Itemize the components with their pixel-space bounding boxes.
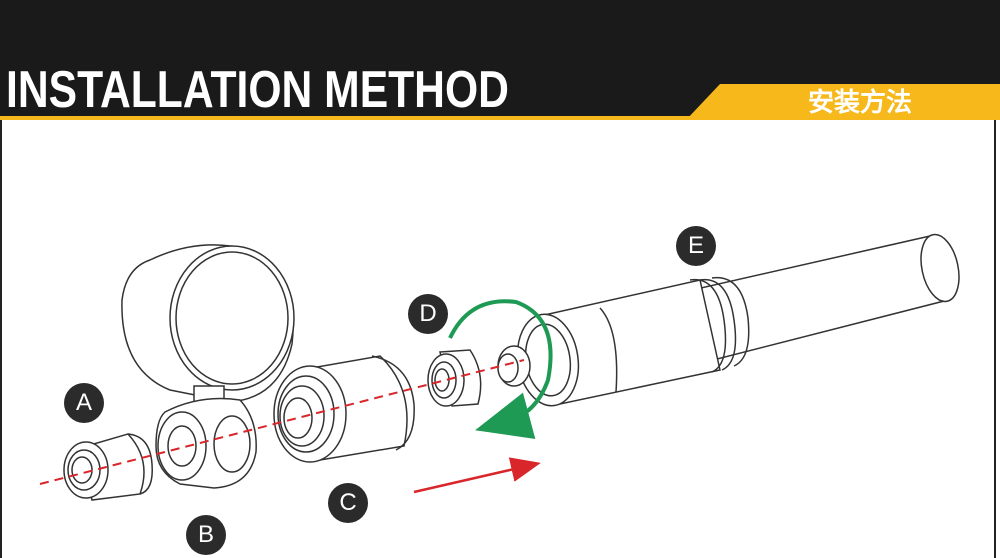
label-e: E — [676, 226, 716, 266]
part-b-gauge — [121, 244, 295, 489]
label-a: A — [64, 383, 104, 423]
content-frame — [0, 120, 996, 558]
label-b: B — [186, 515, 226, 555]
label-c: C — [328, 483, 368, 523]
header-accent-band — [0, 84, 1000, 120]
part-e-housing — [497, 233, 960, 407]
direction-arrow-icon — [413, 457, 541, 494]
assembly-axis-line — [39, 359, 525, 485]
part-c-coupling — [273, 355, 415, 463]
part-a-adapter — [63, 433, 153, 501]
page-title: INSTALLATION METHOD — [6, 61, 509, 119]
label-d: D — [408, 294, 448, 334]
part-d-fitting — [427, 349, 482, 407]
page-subtitle-cn: 安装方法 — [808, 88, 913, 118]
rotate-arrow-icon — [448, 299, 553, 439]
